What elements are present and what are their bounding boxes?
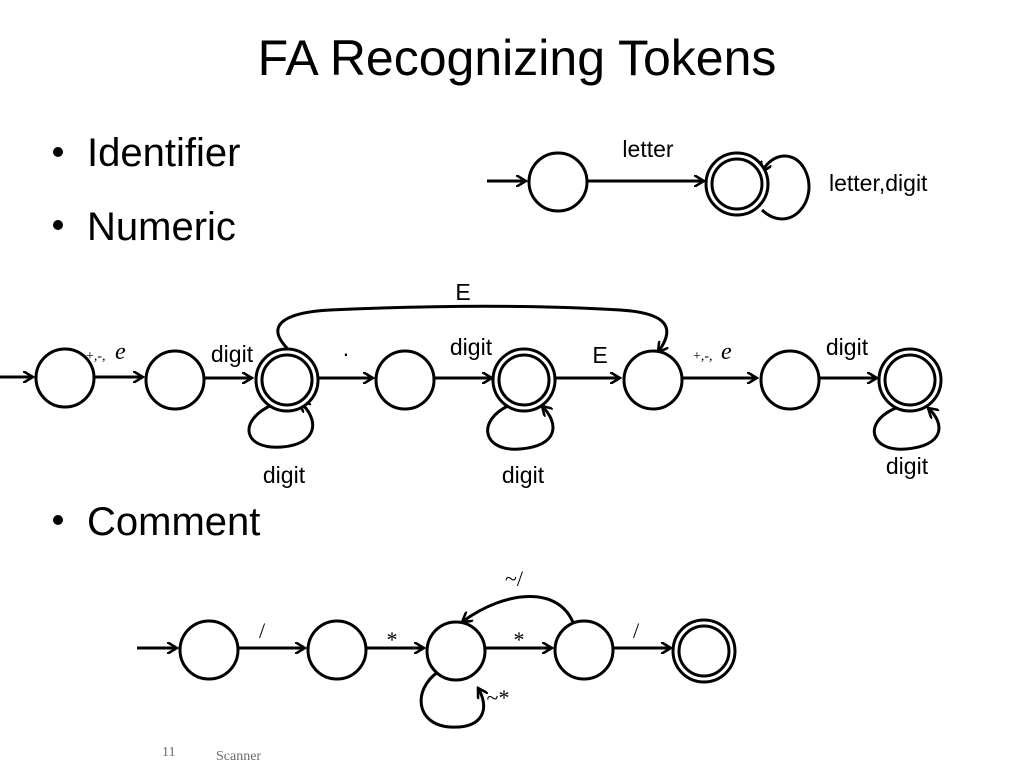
footer-page-number: 11: [162, 745, 175, 760]
comment-state-3: [553, 619, 615, 681]
numeric-automaton: +,-, e digit E digit . digit digit E +,-…: [0, 279, 943, 488]
identifier-loop-label: letter,digit: [829, 170, 928, 196]
numeric-loop-label-1: digit: [263, 462, 306, 488]
bullet-dot: [53, 147, 63, 157]
numeric-sign-label: +,-,: [86, 349, 106, 364]
bullet-label: Identifier: [87, 131, 240, 175]
numeric-exp-sign-label: +,-,: [693, 349, 713, 364]
footer-section: Scanner: [216, 749, 261, 764]
comment-accept-inner-ring: [677, 624, 731, 678]
slide-title: FA Recognizing Tokens: [258, 30, 777, 86]
numeric-self-loop-1: [247, 402, 315, 449]
bullet-identifier: Identifier: [53, 131, 240, 175]
numeric-exponent-label-top: E: [455, 279, 470, 305]
bullet-label: Numeric: [87, 205, 236, 249]
numeric-state-3: [374, 349, 436, 411]
numeric-accept-inner-ring-2: [497, 353, 551, 407]
numeric-exponent-arc: [276, 304, 667, 352]
identifier-self-loop: [762, 154, 811, 221]
numeric-state-0: [34, 347, 96, 409]
numeric-state-5: [622, 349, 684, 411]
bullet-numeric: Numeric: [53, 205, 236, 249]
comment-loop-label: ~*: [487, 685, 510, 710]
comment-self-loop: [419, 670, 484, 729]
identifier-start-state: [527, 151, 589, 213]
bullet-comment: Comment: [53, 500, 260, 544]
numeric-loop-label-3: digit: [886, 453, 929, 479]
comment-state-0: [178, 619, 240, 681]
numeric-exponent-label: E: [592, 342, 607, 368]
numeric-dot-label: .: [343, 335, 349, 361]
numeric-state-1: [144, 349, 206, 411]
numeric-accept-inner-ring-1: [260, 353, 314, 407]
comment-slash-label-1: /: [259, 618, 266, 643]
comment-star-label-2: *: [514, 627, 525, 652]
comment-state-1: [306, 619, 368, 681]
identifier-automaton: letter letter,digit: [487, 136, 928, 221]
numeric-digit-label-1: digit: [211, 341, 254, 367]
numeric-loop-label-2: digit: [502, 462, 545, 488]
comment-back-arc: [462, 595, 576, 626]
comment-star-label-1: *: [387, 627, 398, 652]
numeric-digit-label-3: digit: [826, 334, 869, 360]
numeric-accept-inner-ring-3: [883, 353, 937, 407]
bullet-dot: [53, 220, 63, 230]
bullet-label: Comment: [87, 500, 260, 544]
comment-automaton: / * ~/ ~* * /: [137, 566, 737, 729]
numeric-exp-epsilon-label: e: [721, 339, 732, 365]
numeric-digit-label-2: digit: [450, 334, 493, 360]
numeric-epsilon-label: e: [115, 339, 126, 365]
numeric-self-loop-3: [872, 408, 941, 451]
numeric-self-loop-2: [486, 403, 555, 451]
comment-slash-label-2: /: [633, 618, 640, 643]
identifier-letter-label: letter: [622, 136, 673, 162]
comment-back-label: ~/: [505, 566, 524, 591]
numeric-state-6: [759, 349, 821, 411]
bullet-dot: [53, 515, 63, 525]
identifier-accept-inner-ring: [710, 157, 764, 211]
comment-state-2: [425, 620, 487, 682]
